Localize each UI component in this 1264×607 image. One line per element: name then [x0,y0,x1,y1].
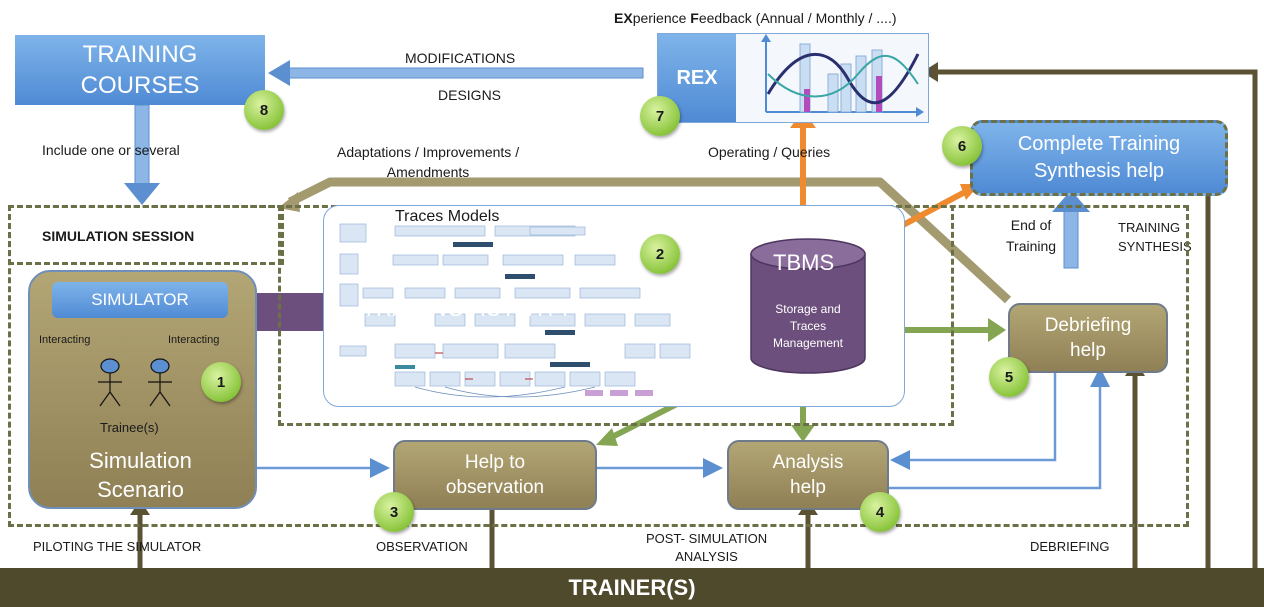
step-8-badge: 8 [244,90,284,130]
training-synthesis-label: TRAINING SYNTHESIS [1118,220,1192,254]
modifications-label: MODIFICATIONS [405,50,516,66]
end-of-training-label: End of Training [1006,217,1057,254]
tbms-cylinder [750,238,866,374]
trainees-label: Trainee(s) [100,420,159,435]
step-4-badge: 4 [860,492,900,532]
adaptations-arrow [287,177,1012,304]
modifications-arrowhead [268,60,290,86]
training-courses-line1: TRAINING [82,41,198,68]
observation-label: OBSERVATION [376,539,468,554]
step-1-badge: 1 [201,362,241,402]
step-3-badge: 3 [374,492,414,532]
simulator-box: SIMULATOR [52,282,228,318]
flow-analysis-to-debriefing [885,367,1110,490]
help-observation-box: Help to observation [393,440,597,510]
analysis-help-box: Analysis help [727,440,889,510]
tbms-subtitle: Storage and Traces Management [772,302,844,350]
piloting-label: PILOTING THE SIMULATOR [33,539,202,554]
rex-title: EXperience Feedback (Annual / Monthly / … [614,10,897,26]
post-simulation-label: POST- SIMULATION ANALYSIS [646,531,768,564]
simulation-scenario-title: Simulation Scenario [89,448,192,502]
tbms-title: TBMS [773,250,835,275]
step-6-badge: 6 [942,126,982,166]
operating-label: Operating / Queries [708,144,831,160]
simulation-session-header-region [8,205,284,265]
complete-synthesis-box: Complete Training Synthesis help [970,120,1228,196]
adaptations-label: Adaptations / Improvements / Amendments [337,144,520,180]
training-courses-box: TRAINING COURSES [15,35,265,105]
traces-models-region [278,205,954,426]
trainee-figures-icon [98,358,172,407]
step-7-badge: 7 [640,96,680,136]
simulation-session-label: SIMULATION SESSION [42,228,195,244]
tracing-activity-label: TRACING ACTIVITY [362,296,573,321]
trainer-bar: TRAINER(S) [0,568,1264,607]
rex-box: REX [657,33,929,123]
flow-debriefing-to-analysis [890,368,1057,470]
traces-models-label: Traces Models [395,208,500,225]
interacting-left-label: Interacting [39,334,91,346]
include-label: Include one or several [42,142,180,158]
step-2-badge: 2 [640,234,680,274]
training-courses-line2: COURSES [80,72,200,99]
designs-label: DESIGNS [438,87,502,103]
traces-models-thumbnail [339,223,691,398]
step-5-badge: 5 [989,357,1029,397]
debriefing-help-box: Debriefing help [1008,303,1168,373]
interacting-right-label: Interacting [168,334,220,346]
rex-chart-icon [761,34,924,117]
debriefing-label: DEBRIEFING [1030,539,1110,554]
